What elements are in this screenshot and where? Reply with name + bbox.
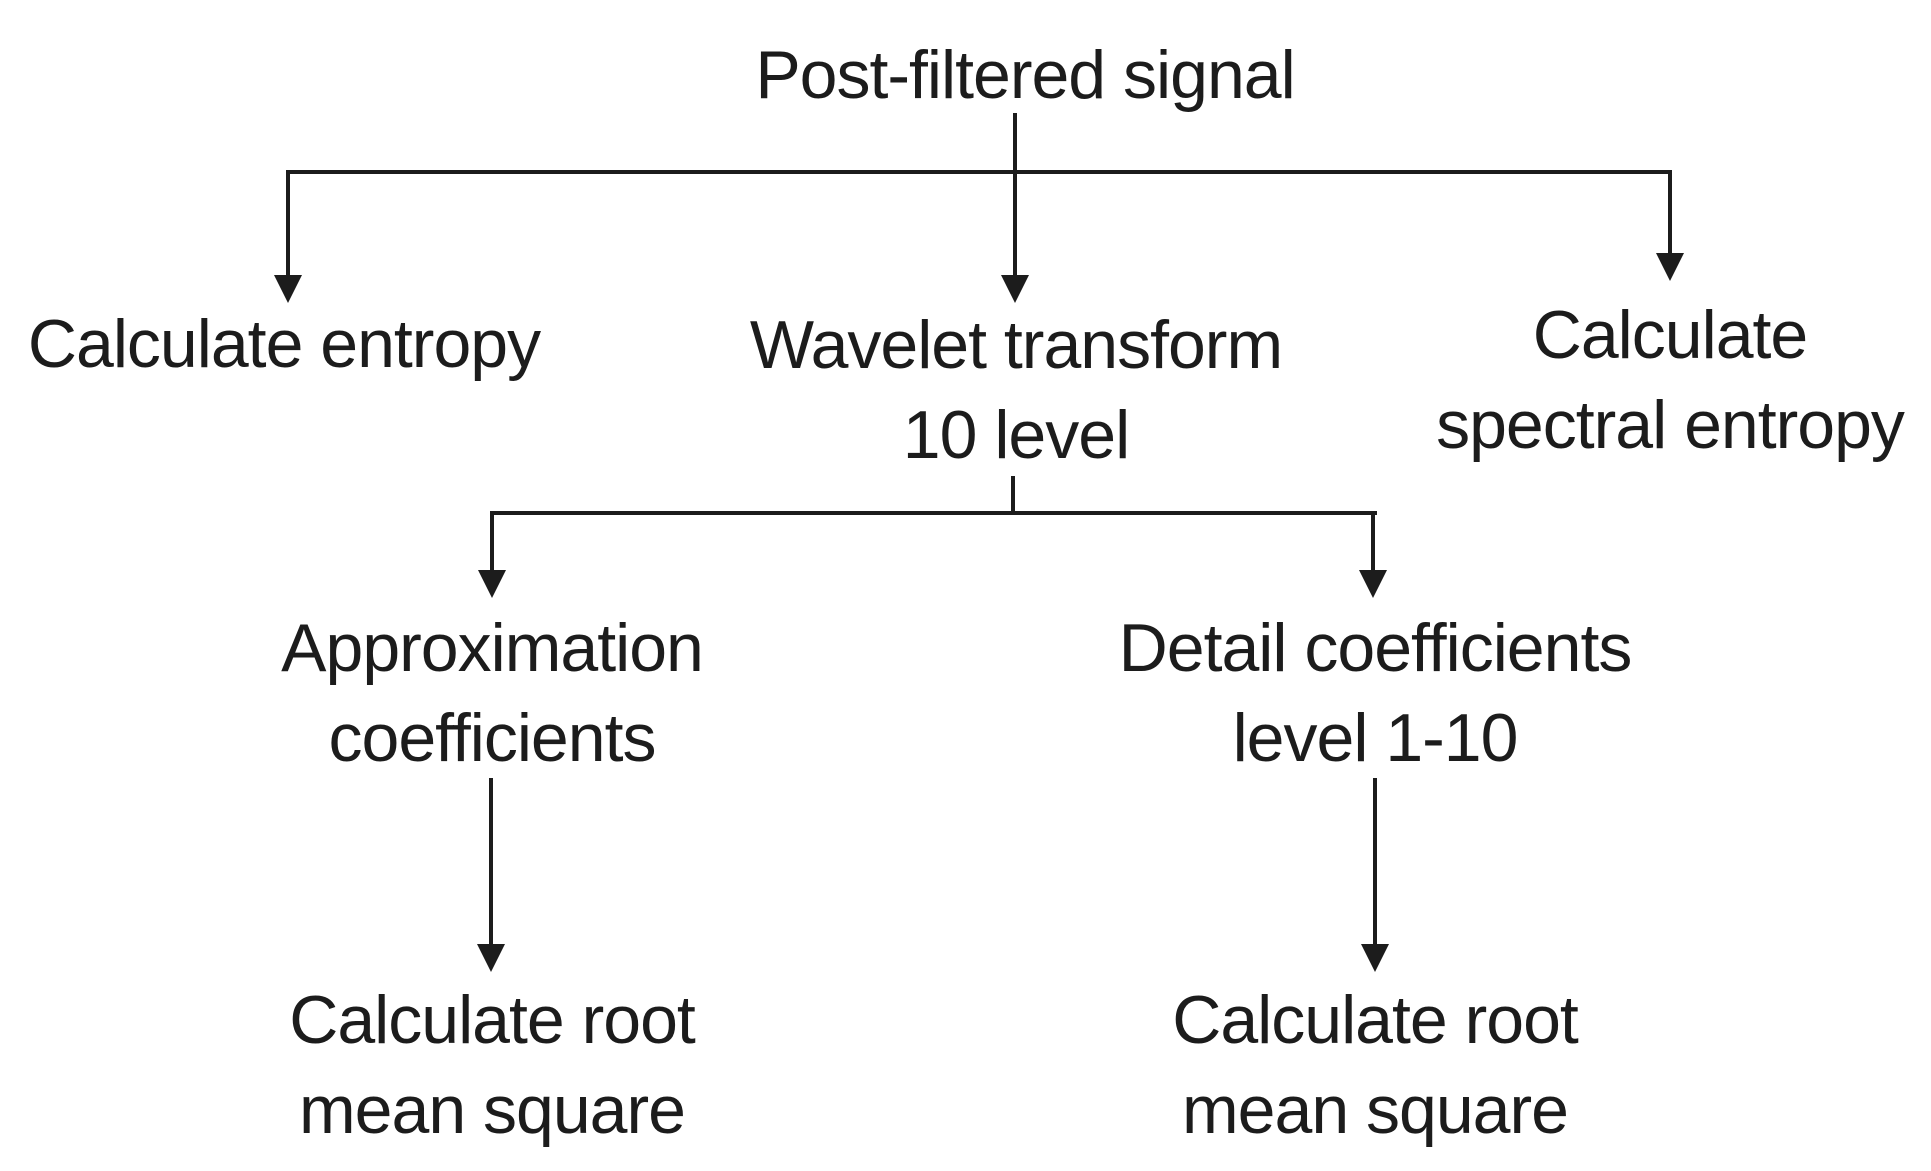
arrowhead-to-rms-right-icon bbox=[1361, 944, 1389, 972]
node-detail-coefficients-line2: level 1-10 bbox=[1232, 700, 1519, 776]
arrow-to-calculate-entropy bbox=[286, 172, 290, 276]
arrow-to-detail-coefficients bbox=[1371, 513, 1375, 571]
node-post-filtered-signal-label: Post-filtered signal bbox=[755, 37, 1295, 113]
node-approximation-coefficients: Approximation coefficients bbox=[281, 603, 704, 783]
arrow-to-rms-right bbox=[1373, 778, 1377, 945]
node-calculate-entropy: Calculate entropy bbox=[27, 299, 541, 389]
node-calculate-rms-left-line1: Calculate root bbox=[289, 982, 696, 1058]
node-detail-coefficients-line1: Detail coefficients bbox=[1118, 610, 1633, 686]
branch-line-level1 bbox=[286, 170, 1672, 174]
arrowhead-to-rms-left-icon bbox=[477, 944, 505, 972]
arrowhead-to-spectral-entropy-icon bbox=[1656, 253, 1684, 281]
node-approximation-coefficients-line1: Approximation bbox=[281, 610, 704, 686]
arrow-to-spectral-entropy bbox=[1668, 172, 1672, 254]
arrowhead-to-wavelet-transform-icon bbox=[1001, 275, 1029, 303]
arrowhead-to-calculate-entropy-icon bbox=[274, 275, 302, 303]
node-calculate-rms-right: Calculate root mean square bbox=[1172, 975, 1579, 1155]
node-calculate-rms-right-line1: Calculate root bbox=[1172, 982, 1579, 1058]
node-calculate-rms-right-line2: mean square bbox=[1182, 1072, 1569, 1148]
stub-from-wavelet-transform bbox=[1011, 476, 1015, 514]
arrow-to-rms-left bbox=[489, 778, 493, 945]
node-post-filtered-signal: Post-filtered signal bbox=[755, 30, 1295, 120]
node-wavelet-transform: Wavelet transform 10 level bbox=[749, 300, 1283, 480]
arrow-to-wavelet-transform bbox=[1013, 113, 1017, 275]
node-approximation-coefficients-line2: coefficients bbox=[328, 700, 657, 776]
branch-line-level2 bbox=[490, 511, 1377, 515]
node-calculate-rms-left: Calculate root mean square bbox=[289, 975, 696, 1155]
arrowhead-to-approximation-coefficients-icon bbox=[478, 570, 506, 598]
node-wavelet-transform-line1: Wavelet transform bbox=[749, 307, 1283, 383]
node-detail-coefficients: Detail coefficients level 1-10 bbox=[1118, 603, 1633, 783]
node-wavelet-transform-line2: 10 level bbox=[902, 397, 1130, 473]
node-calculate-spectral-entropy-line2: spectral entropy bbox=[1436, 387, 1905, 463]
arrow-to-approximation-coefficients bbox=[490, 513, 494, 571]
node-calculate-entropy-label: Calculate entropy bbox=[27, 306, 541, 382]
arrowhead-to-detail-coefficients-icon bbox=[1359, 570, 1387, 598]
node-calculate-rms-left-line2: mean square bbox=[299, 1072, 686, 1148]
node-calculate-spectral-entropy-line1: Calculate bbox=[1532, 297, 1808, 373]
node-calculate-spectral-entropy: Calculate spectral entropy bbox=[1436, 290, 1905, 470]
